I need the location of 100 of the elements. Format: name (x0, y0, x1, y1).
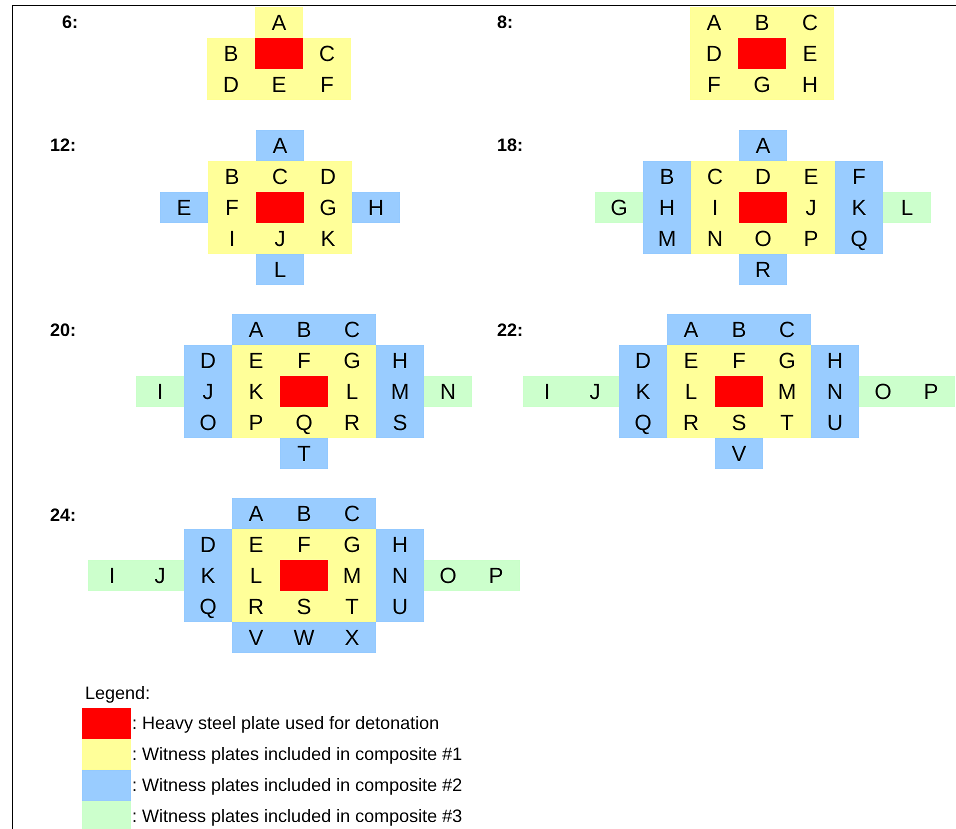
detonation-plate (280, 376, 328, 407)
witness-plate: E (160, 192, 208, 223)
witness-plate: D (739, 161, 787, 192)
legend-text: : Heavy steel plate used for detonation (132, 713, 440, 734)
witness-plate: J (136, 560, 184, 591)
witness-plate: G (304, 192, 352, 223)
detonation-plate (256, 192, 304, 223)
witness-plate: W (280, 622, 328, 653)
witness-plate: U (811, 407, 859, 438)
witness-plate: C (786, 7, 834, 38)
witness-plate: N (376, 560, 424, 591)
witness-plate: G (595, 192, 643, 223)
witness-plate: F (280, 529, 328, 560)
figure-number: 8: (497, 12, 514, 33)
witness-plate: F (835, 161, 883, 192)
witness-plate: A (255, 7, 303, 38)
witness-plate: I (208, 223, 256, 254)
witness-plate: D (619, 345, 667, 376)
witness-plate: K (304, 223, 352, 254)
witness-plate: S (280, 591, 328, 622)
witness-plate: Q (184, 591, 232, 622)
witness-plate: J (184, 376, 232, 407)
witness-plate: S (715, 407, 763, 438)
witness-plate: I (88, 560, 136, 591)
witness-plate: J (787, 192, 835, 223)
witness-plate: G (738, 69, 786, 100)
witness-plate: O (739, 223, 787, 254)
witness-plate: P (787, 223, 835, 254)
witness-plate: A (667, 314, 715, 345)
witness-plate: I (691, 192, 739, 223)
witness-plate: Q (835, 223, 883, 254)
witness-plate: N (811, 376, 859, 407)
witness-plate: F (208, 192, 256, 223)
witness-plate: C (303, 38, 351, 69)
figure-number: 12: (50, 135, 76, 156)
witness-plate: T (763, 407, 811, 438)
witness-plate: A (232, 498, 280, 529)
witness-plate: B (643, 161, 691, 192)
witness-plate: O (424, 560, 472, 591)
witness-plate: X (328, 622, 376, 653)
figure-number: 22: (497, 320, 524, 341)
witness-plate: B (280, 314, 328, 345)
legend-text: : Witness plates included in composite #2 (132, 775, 462, 796)
witness-plate: H (376, 529, 424, 560)
witness-plate: E (786, 38, 834, 69)
witness-plate: F (715, 345, 763, 376)
witness-plate: K (835, 192, 883, 223)
witness-plate: O (859, 376, 907, 407)
detonation-plate (255, 38, 303, 69)
witness-plate: M (376, 376, 424, 407)
witness-plate: M (763, 376, 811, 407)
witness-plate: E (232, 529, 280, 560)
witness-plate: O (184, 407, 232, 438)
witness-plate: F (280, 345, 328, 376)
witness-plate: E (255, 69, 303, 100)
witness-plate: M (643, 223, 691, 254)
witness-plate: C (328, 498, 376, 529)
witness-plate: B (738, 7, 786, 38)
witness-plate: B (207, 38, 255, 69)
witness-plate: E (787, 161, 835, 192)
witness-plate: G (328, 529, 376, 560)
witness-plate: S (376, 407, 424, 438)
legend-text: : Witness plates included in composite #3 (132, 806, 462, 827)
witness-plate: J (256, 223, 304, 254)
witness-plate: A (690, 7, 738, 38)
witness-plate: K (232, 376, 280, 407)
witness-plate: N (691, 223, 739, 254)
witness-plate: A (256, 130, 304, 161)
witness-plate: Q (619, 407, 667, 438)
legend-text: : Witness plates included in composite #1 (132, 744, 462, 765)
witness-plate: L (883, 192, 931, 223)
witness-plate: M (328, 560, 376, 591)
witness-plate: F (303, 69, 351, 100)
witness-plate: D (690, 38, 738, 69)
witness-plate: F (690, 69, 738, 100)
witness-plate: L (232, 560, 280, 591)
witness-plate: R (667, 407, 715, 438)
legend-title: Legend: (85, 683, 150, 704)
witness-plate: E (667, 345, 715, 376)
witness-plate: H (786, 69, 834, 100)
witness-plate: U (376, 591, 424, 622)
witness-plate: E (232, 345, 280, 376)
witness-plate: J (571, 376, 619, 407)
witness-plate: V (715, 438, 763, 469)
witness-plate: G (328, 345, 376, 376)
witness-plate: I (523, 376, 571, 407)
detonation-plate (738, 38, 786, 69)
witness-plate: K (184, 560, 232, 591)
witness-plate: T (328, 591, 376, 622)
witness-plate: H (376, 345, 424, 376)
witness-plate: R (328, 407, 376, 438)
witness-plate: P (472, 560, 520, 591)
witness-plate: A (232, 314, 280, 345)
witness-plate: D (207, 69, 255, 100)
witness-plate: B (715, 314, 763, 345)
witness-plate: C (256, 161, 304, 192)
witness-plate: D (184, 529, 232, 560)
witness-plate: I (136, 376, 184, 407)
witness-plate: R (739, 254, 787, 285)
witness-plate: L (328, 376, 376, 407)
